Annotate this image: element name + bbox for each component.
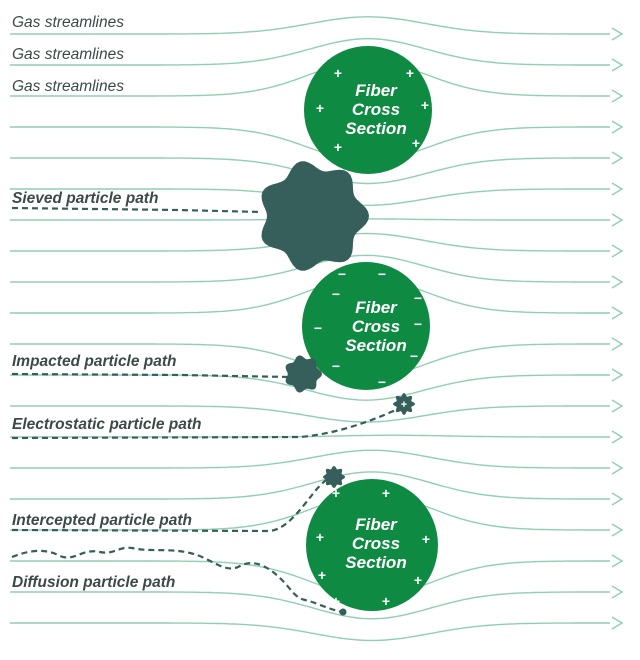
positive-charge-sign: +: [412, 135, 420, 151]
electrostatic-particle-charge: +: [401, 399, 407, 411]
streamline-arrowhead: [611, 492, 624, 506]
fiber-label-line: Section: [345, 119, 406, 138]
streamline-arrowhead: [611, 151, 624, 165]
streamline-arrowhead: [611, 89, 624, 103]
gas-streamline: [10, 405, 610, 423]
positive-charge-sign: +: [318, 567, 326, 583]
negative-charge-sign: −: [338, 266, 346, 282]
streamline-arrowhead: [611, 275, 624, 289]
positive-charge-sign: +: [382, 593, 390, 609]
streamline-arrowhead: [611, 120, 624, 134]
gas-streamline: [10, 434, 610, 438]
negative-charge-sign: −: [410, 348, 418, 364]
fiber-label-line: Fiber: [355, 298, 398, 317]
gas-streamlines-label: Gas streamlines: [12, 14, 124, 31]
gas-streamline: [10, 449, 610, 469]
fiber-circle: [304, 46, 432, 174]
streamline-arrowhead: [611, 213, 624, 227]
particles: +: [261, 161, 415, 616]
streamline-arrowhead: [611, 430, 624, 444]
gas-streamline: [10, 59, 610, 97]
positive-charge-sign: +: [421, 97, 429, 113]
negative-charge-sign: −: [414, 316, 422, 332]
negative-charge-sign: −: [314, 320, 322, 336]
streamline-arrowhead: [611, 399, 624, 413]
streamline-arrowhead: [611, 368, 624, 382]
gas-streamline: [10, 276, 610, 314]
streamline-arrowhead: [611, 554, 624, 568]
positive-charge-sign: +: [316, 100, 324, 116]
fiber-label-line: Cross: [352, 317, 400, 336]
positive-charge-sign: +: [422, 531, 430, 547]
intercepted-particle-path: [11, 475, 333, 533]
fiber-label-line: Fiber: [355, 81, 398, 100]
streamline-arrowhead: [611, 58, 624, 72]
streamline-arrowhead: [611, 337, 624, 351]
positive-charge-sign: +: [316, 529, 324, 545]
streamline-arrowhead: [611, 616, 624, 630]
streamline-arrowhead: [611, 27, 624, 41]
negative-charge-sign: −: [378, 374, 386, 390]
streamline-arrowhead: [611, 182, 624, 196]
diffusion-particle-path: [11, 546, 343, 614]
positive-charge-sign: +: [332, 593, 340, 609]
diffusion-particle-label: Diffusion particle path: [12, 574, 175, 591]
gas-streamline: [10, 591, 610, 620]
streamline-arrowhead: [611, 523, 624, 537]
positive-charge-sign: +: [334, 65, 342, 81]
fiber-circle: [306, 479, 438, 611]
negative-charge-sign: −: [378, 266, 386, 282]
fiber-label-line: Cross: [352, 100, 400, 119]
gas-streamline: [10, 471, 610, 500]
fiber-label-line: Fiber: [355, 515, 398, 534]
positive-charge-sign: +: [406, 65, 414, 81]
gas-streamline: [10, 38, 610, 66]
streamline-arrowhead: [611, 585, 624, 599]
fiber-label-line: Cross: [352, 534, 400, 553]
sieved-particle: [261, 161, 369, 271]
sieved-particle-path: [11, 206, 263, 214]
gas-streamline: [10, 16, 610, 35]
gas-streamline: [10, 126, 610, 163]
positive-charge-sign: +: [332, 485, 340, 501]
sieved-particle-label: Sieved particle path: [12, 190, 158, 207]
impacted-particle: [285, 355, 322, 393]
electrostatic-particle: [393, 393, 415, 415]
impacted-particle-path: [11, 372, 291, 379]
fiber-label-line: Section: [345, 553, 406, 572]
gas-streamlines-label: Gas streamlines: [12, 46, 124, 63]
negative-charge-sign: −: [332, 358, 340, 374]
fiber-label-line: Section: [345, 336, 406, 355]
gas-streamline: [10, 622, 610, 642]
streamline-arrowhead: [611, 461, 624, 475]
positive-charge-sign: +: [382, 485, 390, 501]
gas-streamline: [10, 374, 610, 401]
diffusion-particle: [339, 608, 347, 616]
gas-streamline: [10, 492, 610, 531]
electrostatic-particle-path: [11, 407, 401, 440]
fiber-cross-section-3: Fiber Cross Section + + + + + + + +: [306, 479, 438, 611]
fiber-cross-section-2: Fiber Cross Section − − − − − − − − −: [302, 262, 430, 390]
fiber-cross-section-1: Fiber Cross Section + + + + + +: [304, 46, 432, 174]
negative-charge-sign: −: [332, 286, 340, 302]
fiber-circle: [302, 262, 430, 390]
positive-charge-sign: +: [414, 572, 422, 588]
intercepted-particle-label: Intercepted particle path: [12, 512, 192, 529]
electrostatic-particle-label: Electrostatic particle path: [12, 416, 202, 433]
positive-charge-sign: +: [334, 139, 342, 155]
gas-streamline: [10, 560, 610, 598]
gas-streamlines-label: Gas streamlines: [12, 78, 124, 95]
impacted-particle-label: Impacted particle path: [12, 353, 177, 370]
streamline-arrowhead: [611, 244, 624, 258]
intercepted-particle: [323, 466, 345, 488]
negative-charge-sign: −: [414, 290, 422, 306]
streamline-arrowhead: [611, 306, 624, 320]
